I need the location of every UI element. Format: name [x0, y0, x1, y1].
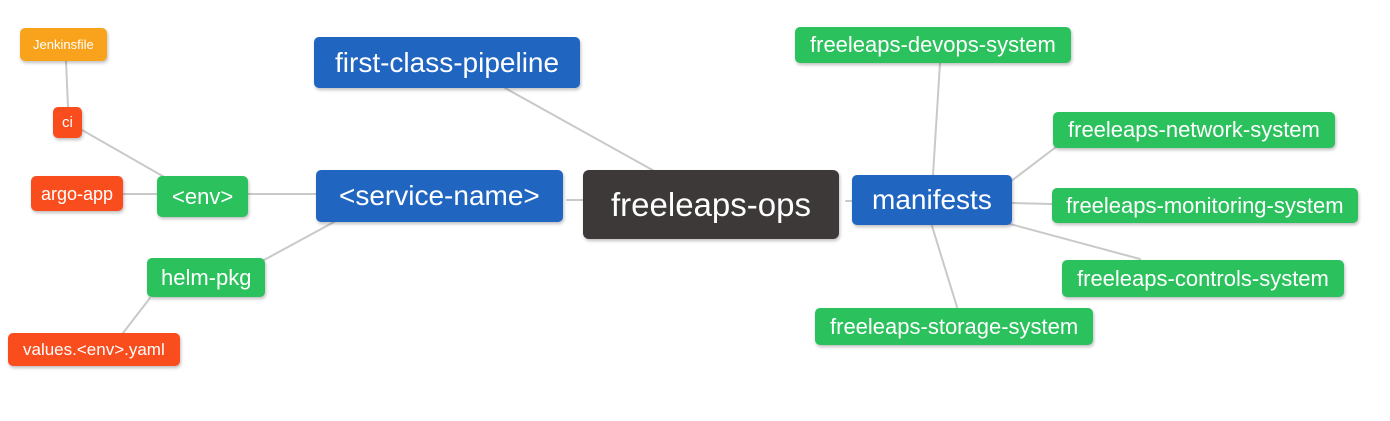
edge-manifests-monitoring [1010, 202, 1053, 205]
node-monitoring-system[interactable]: freeleaps-monitoring-system [1052, 188, 1358, 223]
node-ci[interactable]: ci [53, 107, 82, 138]
node-network-system[interactable]: freeleaps-network-system [1053, 112, 1335, 148]
node-storage-system[interactable]: freeleaps-storage-system [815, 308, 1094, 345]
edge-manifests-devops [932, 62, 941, 176]
node-jenkinsfile[interactable]: Jenkinsfile [20, 28, 107, 61]
edge-manifests-network [1009, 146, 1057, 183]
edge-helm-pkg-service-name [263, 221, 335, 261]
node-env[interactable]: <env> [157, 176, 249, 217]
node-service-name[interactable]: <service-name> [316, 170, 563, 222]
edge-values-helm-pkg [122, 297, 151, 334]
node-first-class-pipeline[interactable]: first-class-pipeline [314, 37, 581, 88]
node-devops-system[interactable]: freeleaps-devops-system [795, 27, 1071, 63]
node-helm-pkg[interactable]: helm-pkg [147, 258, 266, 297]
node-controls-system[interactable]: freeleaps-controls-system [1062, 260, 1344, 297]
node-manifests[interactable]: manifests [852, 175, 1012, 225]
edge-jenkinsfile-ci [65, 60, 69, 108]
node-freeleaps-ops-root[interactable]: freeleaps-ops [583, 170, 839, 239]
edge-ci-env [81, 129, 167, 179]
edge-manifests-storage [931, 225, 958, 308]
node-argo-app[interactable]: argo-app [31, 176, 124, 211]
edge-manifests-controls [1009, 223, 1141, 260]
edge-pipeline-root [504, 87, 657, 173]
node-values-env-yaml[interactable]: values.<env>.yaml [8, 333, 180, 366]
